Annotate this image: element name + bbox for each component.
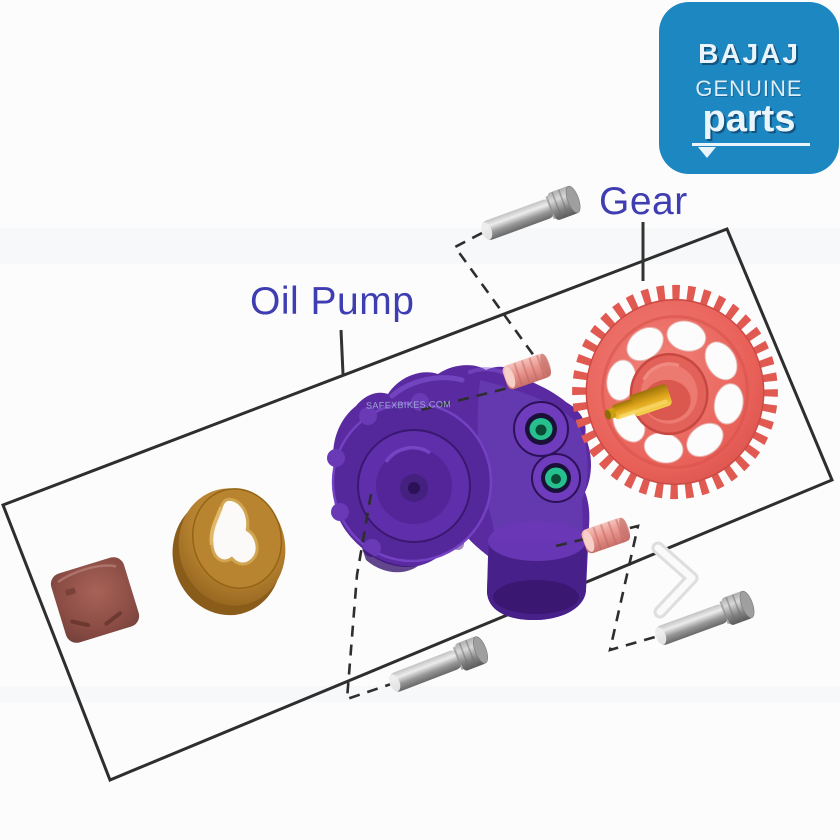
dashed-path-bottom-bolt (345, 493, 392, 701)
drive-gear-part (572, 284, 778, 500)
bajaj-genuine-parts-logo: BAJAJ GENUINE parts (659, 2, 839, 174)
logo-genuine-text: GENUINE (695, 76, 803, 101)
plug-part (50, 557, 140, 643)
background-band (0, 686, 840, 702)
pump-boss-hole-1 (513, 401, 569, 457)
dashed-path-pin1 (412, 382, 525, 414)
logo-brand-text: BAJAJ (698, 38, 800, 69)
logo-underline-arrow (692, 143, 810, 158)
boundary-box (1, 227, 834, 782)
oil-pump-body-part (327, 365, 591, 620)
dashed-path-top-bolt (453, 231, 539, 361)
outer-rotor-part (172, 488, 286, 616)
gear-shaft (604, 384, 672, 420)
bolt-top (476, 183, 584, 247)
gear-label: Gear (599, 180, 688, 223)
chevron-watermark (651, 541, 699, 619)
oil-pump-label: Oil Pump (250, 280, 415, 323)
gear-teeth (572, 284, 778, 500)
background-band (0, 228, 840, 264)
watermark-text: SAFEXBIKES.COM (365, 399, 452, 411)
pump-boss-hole-2 (531, 453, 581, 503)
oil-pump-leader-line (339, 329, 345, 375)
logo-parts-text: parts (702, 98, 796, 140)
